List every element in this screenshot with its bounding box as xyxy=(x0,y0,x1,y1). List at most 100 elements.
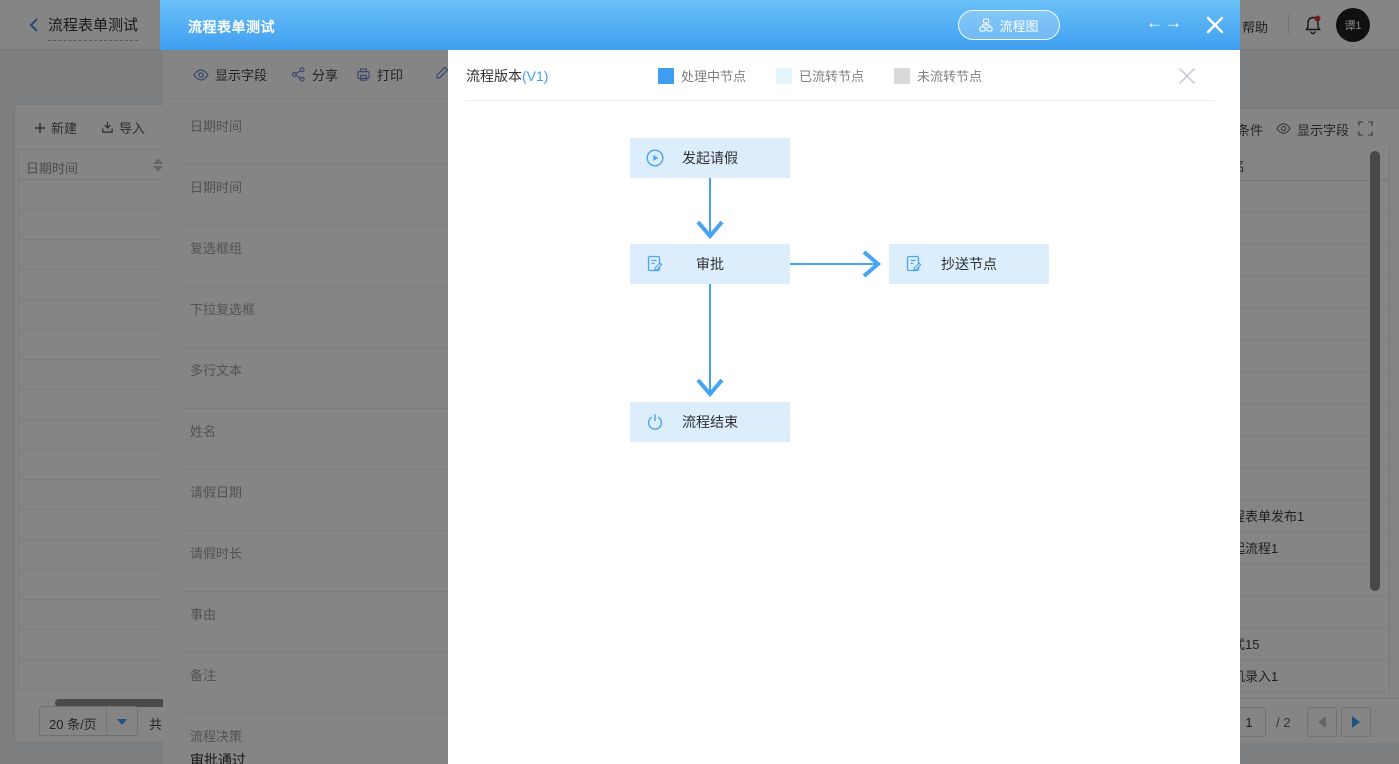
legend-swatch xyxy=(776,67,793,84)
show-fields-button[interactable]: 显示字段 xyxy=(1297,123,1350,138)
legend-item-passed: 已流转节点 xyxy=(776,66,864,85)
play-circle-icon xyxy=(646,149,664,167)
total-count-label: 共 xyxy=(149,717,163,732)
legend-swatch xyxy=(894,67,911,84)
flowchart-modal: 流程版本(V1) 处理中节点 已流转节点 未流转节点 xyxy=(448,50,1240,764)
page-title: 流程表单测试 xyxy=(48,14,139,41)
document-edit-icon xyxy=(906,255,922,272)
import-icon xyxy=(102,121,113,133)
field-row: 下拉复选框 xyxy=(185,287,448,348)
legend-item-processing: 处理中节点 xyxy=(658,66,746,85)
date-list-table: 日期时间 xyxy=(18,149,172,690)
legend-swatch xyxy=(658,67,674,84)
table-row xyxy=(1228,437,1389,469)
close-icon[interactable] xyxy=(1202,12,1228,38)
plus-icon xyxy=(35,122,45,133)
chevron-left-icon xyxy=(1318,716,1326,728)
table-row[interactable]: 起流程1 xyxy=(1228,533,1389,565)
table-row xyxy=(1228,213,1389,245)
flowchart-canvas: 发起请假 审批 抄送节点 流程结束 xyxy=(448,101,1240,764)
avatar[interactable]: 谭1 xyxy=(1336,8,1370,42)
prev-page-button[interactable] xyxy=(1307,707,1337,737)
record-table-panel: 条件 显示字段 名 1 1 程表单发布1 起流程1 式15 机录入1 xyxy=(1228,108,1399,743)
horizontal-scrollbar[interactable] xyxy=(55,699,173,707)
drawer-title: 流程表单测试 xyxy=(188,19,275,35)
share-icon xyxy=(291,67,305,82)
table-row xyxy=(19,390,171,420)
new-button[interactable]: 新建 xyxy=(34,118,77,137)
flow-arrows xyxy=(696,178,882,398)
import-button[interactable]: 导入 xyxy=(101,118,145,137)
page-total-label: / 2 xyxy=(1276,715,1291,730)
table-row xyxy=(1228,309,1389,341)
table-row[interactable]: 机录入1 xyxy=(1228,661,1389,693)
vertical-scrollbar[interactable] xyxy=(1370,151,1380,591)
field-row: 请假日期 xyxy=(185,470,448,531)
printer-icon xyxy=(357,68,370,81)
table-row xyxy=(19,450,171,480)
nav-divider xyxy=(1288,14,1289,34)
field-row: 日期时间 xyxy=(185,165,448,226)
divider xyxy=(465,100,1215,101)
flow-node-cc[interactable]: 抄送节点 xyxy=(889,244,1049,284)
legend-item-pending: 未流转节点 xyxy=(894,66,982,85)
table-row xyxy=(19,630,171,660)
sort-icon[interactable] xyxy=(153,157,163,173)
table-row xyxy=(1228,277,1389,309)
field-row: 复选框组 xyxy=(185,226,448,287)
table-row xyxy=(1228,405,1389,437)
column-header-datetime[interactable]: 日期时间 xyxy=(19,150,171,180)
table-row xyxy=(1228,597,1389,629)
table-row xyxy=(19,660,171,690)
show-fields-button[interactable]: 显示字段 xyxy=(193,65,267,84)
page-size-select[interactable]: 20 条/页 xyxy=(39,706,138,736)
share-button[interactable]: 分享 xyxy=(291,65,338,84)
table-row xyxy=(19,600,171,630)
flowchart-button[interactable]: 流程图 xyxy=(958,10,1060,40)
chevron-down-icon xyxy=(117,719,127,725)
legend: 处理中节点 已流转节点 未流转节点 xyxy=(658,66,1012,85)
table-row xyxy=(1228,181,1389,213)
field-row: 请假时长 xyxy=(185,531,448,592)
table-row xyxy=(19,330,171,360)
document-edit-icon xyxy=(647,255,663,272)
table-row xyxy=(19,570,171,600)
eye-icon xyxy=(1276,123,1291,134)
field-row: 多行文本 xyxy=(185,348,448,409)
table-row xyxy=(19,480,171,510)
table-row[interactable]: 程表单发布1 xyxy=(1228,501,1389,533)
table-row xyxy=(19,540,171,570)
fullscreen-icon[interactable] xyxy=(1358,121,1373,136)
flow-version-label: 流程版本(V1) xyxy=(466,68,549,84)
close-icon[interactable] xyxy=(1176,65,1198,87)
flow-node-start[interactable]: 发起请假 xyxy=(630,138,790,178)
table-row xyxy=(1228,373,1389,405)
field-row: 备注 xyxy=(185,653,448,714)
table-row xyxy=(1228,565,1389,597)
table-row xyxy=(19,240,171,270)
edit-button[interactable] xyxy=(435,65,450,80)
table-row xyxy=(19,510,171,540)
next-page-button[interactable] xyxy=(1341,707,1371,737)
table-row xyxy=(19,270,171,300)
help-link[interactable]: 帮助 xyxy=(1242,20,1269,35)
table-row xyxy=(19,180,171,210)
field-row: 事由 xyxy=(185,592,448,653)
eye-icon xyxy=(193,68,209,81)
flow-version-value: (V1) xyxy=(522,68,549,84)
table-row xyxy=(1228,245,1389,277)
table-row xyxy=(19,420,171,450)
back-icon[interactable] xyxy=(26,16,44,34)
table-row xyxy=(19,210,171,240)
flowchart-icon xyxy=(979,18,994,32)
table-row xyxy=(19,360,171,390)
flow-node-approve[interactable]: 审批 xyxy=(630,244,790,284)
record-list-panel: 新建 导入 日期时间 20 条/页 xyxy=(14,104,174,743)
flow-node-end[interactable]: 流程结束 xyxy=(630,402,790,442)
filter-conditions-label[interactable]: 条件 xyxy=(1237,123,1264,138)
print-button[interactable]: 打印 xyxy=(356,65,403,84)
bell-icon[interactable] xyxy=(1303,15,1323,35)
table-row xyxy=(19,300,171,330)
expand-arrows-icon[interactable]: ←→ xyxy=(1146,13,1184,32)
power-icon xyxy=(647,414,663,430)
